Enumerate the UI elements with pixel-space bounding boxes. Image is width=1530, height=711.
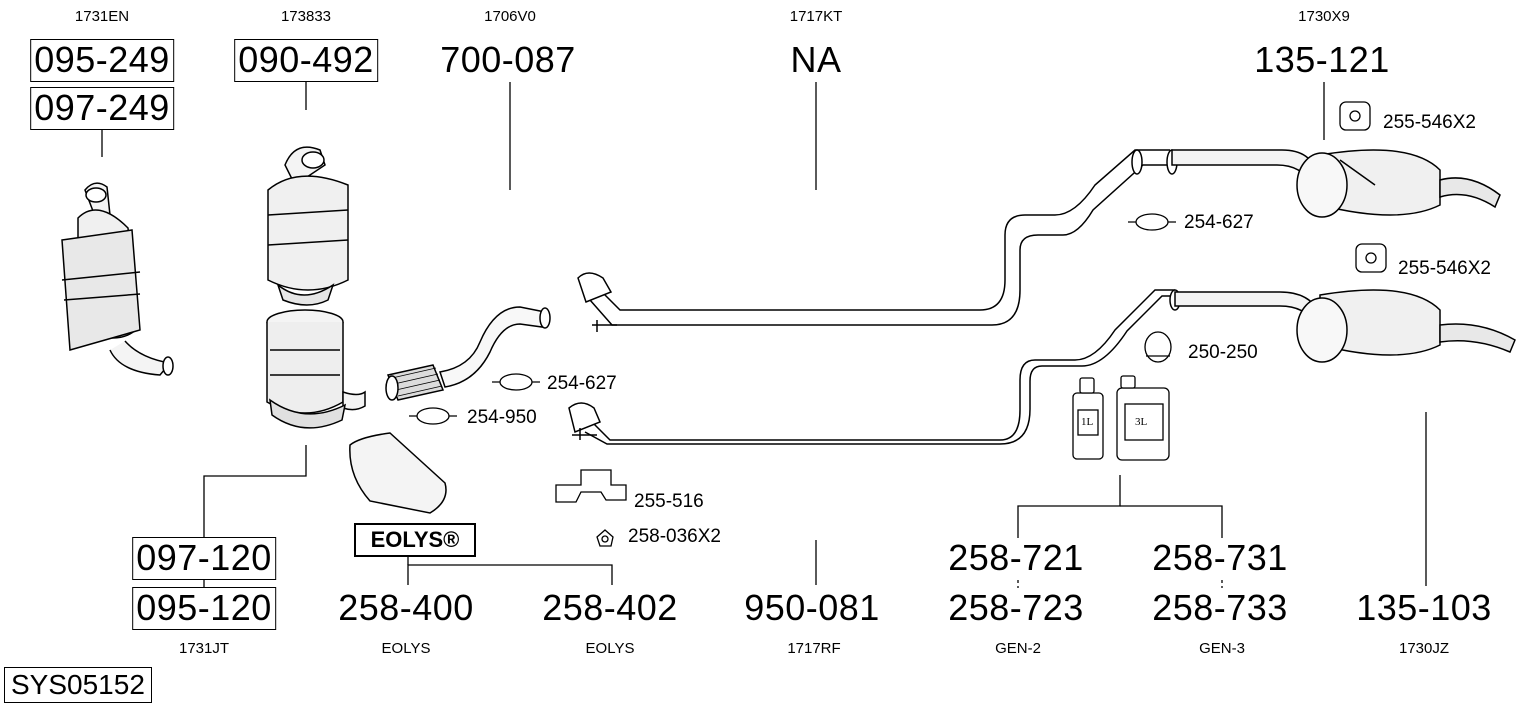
part-number-link[interactable]: 250-250 xyxy=(1188,342,1258,363)
part-number-link[interactable]: 255-516 xyxy=(634,491,704,512)
eolys-logo: EOLYS® xyxy=(354,523,476,557)
ref-code: 1731EN xyxy=(74,8,130,25)
bracket-icon xyxy=(555,469,627,503)
part-number-link[interactable]: 255-546X2 xyxy=(1383,112,1476,133)
part-number-link[interactable]: 255-546X2 xyxy=(1398,258,1491,279)
part-number-link[interactable]: 254-627 xyxy=(547,373,617,394)
part-number-link[interactable]: 258-723 xyxy=(948,587,1084,628)
center-pipe-icon xyxy=(568,149,1182,445)
flex-pipe-icon xyxy=(385,306,551,401)
bottle-icon xyxy=(1116,375,1170,461)
rear-silencer-bottom-icon xyxy=(1169,289,1516,363)
mount-icon xyxy=(1339,101,1371,131)
ref-code: 1706V0 xyxy=(484,8,536,25)
clamp-icon xyxy=(409,407,457,425)
catalyst-left-icon xyxy=(61,182,174,376)
part-number-link[interactable]: 097-120 xyxy=(132,537,276,580)
part-number-link[interactable]: 258-733 xyxy=(1152,587,1288,628)
leader-dpf xyxy=(203,445,307,538)
part-number-link[interactable]: 258-721 xyxy=(948,537,1084,578)
ref-code: 1730X9 xyxy=(1298,8,1350,25)
clamp-icon xyxy=(1144,331,1172,363)
bottle-icon xyxy=(1072,377,1104,460)
ref-code: EOLYS xyxy=(381,640,431,657)
part-number-link[interactable]: 135-121 xyxy=(1254,39,1390,80)
leader-eolys xyxy=(407,564,613,585)
part-number-link[interactable]: 254-950 xyxy=(467,407,537,428)
catalyst-mid-icon xyxy=(267,146,349,306)
part-number-link[interactable]: NA xyxy=(790,39,842,80)
part-number-link[interactable]: 258-400 xyxy=(338,587,474,628)
ref-code: GEN-2 xyxy=(995,640,1041,657)
nut-icon xyxy=(596,529,614,547)
clamp-icon xyxy=(1128,213,1176,231)
ref-code: 1731JT xyxy=(178,640,230,657)
ref-code: 1730JZ xyxy=(1398,640,1450,657)
mount-icon xyxy=(1355,243,1387,273)
clamp-icon xyxy=(492,373,540,391)
leader-gen xyxy=(1017,475,1121,538)
ref-code: 1717KT xyxy=(789,8,843,25)
gasket-icon xyxy=(349,432,447,514)
ref-code: 173833 xyxy=(280,8,332,25)
ref-code: EOLYS xyxy=(585,640,635,657)
part-number-link[interactable]: 135-103 xyxy=(1356,587,1492,628)
part-number-link[interactable]: 258-731 xyxy=(1152,537,1288,578)
part-number-link[interactable]: 095-120 xyxy=(132,587,276,630)
part-number-link[interactable]: 258-402 xyxy=(542,587,678,628)
part-number-link[interactable]: 258-036X2 xyxy=(628,526,721,547)
bottle-label-1l: 1L xyxy=(1081,416,1094,428)
part-number-link[interactable]: 950-081 xyxy=(744,587,880,628)
rear-silencer-top-icon xyxy=(1166,149,1501,218)
part-number-link[interactable]: 095-249 xyxy=(30,39,174,82)
part-number-link[interactable]: 097-249 xyxy=(30,87,174,130)
ref-code: GEN-3 xyxy=(1199,640,1245,657)
ref-code: 1717RF xyxy=(787,640,841,657)
part-number-link[interactable]: 254-627 xyxy=(1184,212,1254,233)
bottle-label-3l: 3L xyxy=(1135,416,1148,428)
dpf-icon xyxy=(266,309,366,429)
part-number-link[interactable]: 090-492 xyxy=(234,39,378,82)
part-number-link[interactable]: 700-087 xyxy=(440,39,576,80)
system-code: SYS05152 xyxy=(4,667,152,703)
